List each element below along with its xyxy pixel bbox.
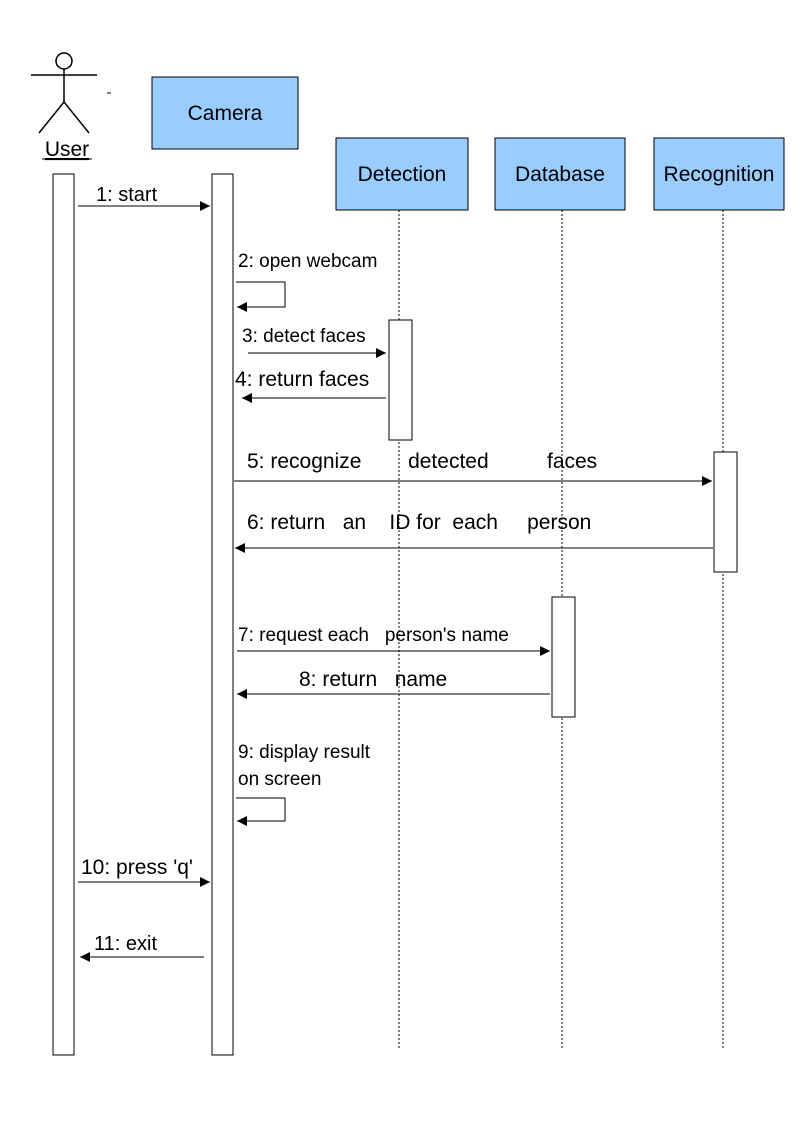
- message-5: 5: recognize detected faces: [234, 450, 712, 486]
- message-label: 4: return faces: [235, 368, 369, 391]
- message-label: 2: open webcam: [238, 251, 377, 272]
- message-label: 8: return name: [299, 668, 447, 691]
- object-database: Database: [494, 137, 626, 211]
- actor-head: [55, 52, 73, 70]
- user-actor: User: [31, 52, 111, 161]
- object-box: [653, 137, 785, 211]
- message-6: 6: return an ID for each person: [235, 511, 713, 553]
- object-box: [335, 137, 469, 211]
- message-7: 7: request each person's name: [237, 625, 550, 656]
- activation-user: [52, 173, 75, 1056]
- object-box: [494, 137, 626, 211]
- actor-right-leg: [63, 101, 90, 134]
- message-4: 4: return faces: [235, 368, 386, 403]
- activation-database: [551, 596, 576, 718]
- message-label: 10: press 'q': [81, 856, 193, 879]
- message-label: 3: detect faces: [242, 326, 366, 347]
- message-10: 10: press 'q': [78, 856, 210, 887]
- actor-left-leg: [38, 101, 65, 134]
- object-label: Camera: [188, 102, 263, 125]
- object-detection: Detection: [335, 137, 469, 211]
- message-arrow: [236, 281, 286, 312]
- object-camera: Camera: [151, 76, 299, 150]
- message-label: 6: return an ID for each person: [247, 511, 591, 534]
- message-2: 2: open webcam: [236, 251, 377, 312]
- activation-camera: [211, 173, 234, 1056]
- message-label: 11: exit: [94, 933, 157, 955]
- message-3: 3: detect faces: [242, 326, 386, 358]
- message-label: 5: recognize detected faces: [247, 450, 597, 473]
- message-11: 11: exit: [80, 933, 204, 962]
- activation-recognition: [713, 451, 738, 573]
- message-label: 1: start: [96, 184, 158, 206]
- message-1: 1: start: [78, 184, 210, 211]
- object-label: Detection: [358, 163, 447, 186]
- activation-detection: [388, 319, 413, 441]
- object-recognition: Recognition: [653, 137, 785, 211]
- object-label: Recognition: [664, 163, 775, 186]
- object-label: Database: [515, 163, 605, 186]
- message-label: 9: display result: [238, 742, 371, 763]
- message-label: 7: request each person's name: [238, 625, 509, 646]
- message-arrow: [236, 797, 286, 826]
- message-9: 9: display result on screen: [236, 742, 371, 826]
- message-8: 8: return name: [237, 668, 550, 699]
- object-box: [151, 76, 299, 150]
- message-label-line2: on screen: [238, 769, 321, 790]
- actor-label: User: [45, 138, 89, 161]
